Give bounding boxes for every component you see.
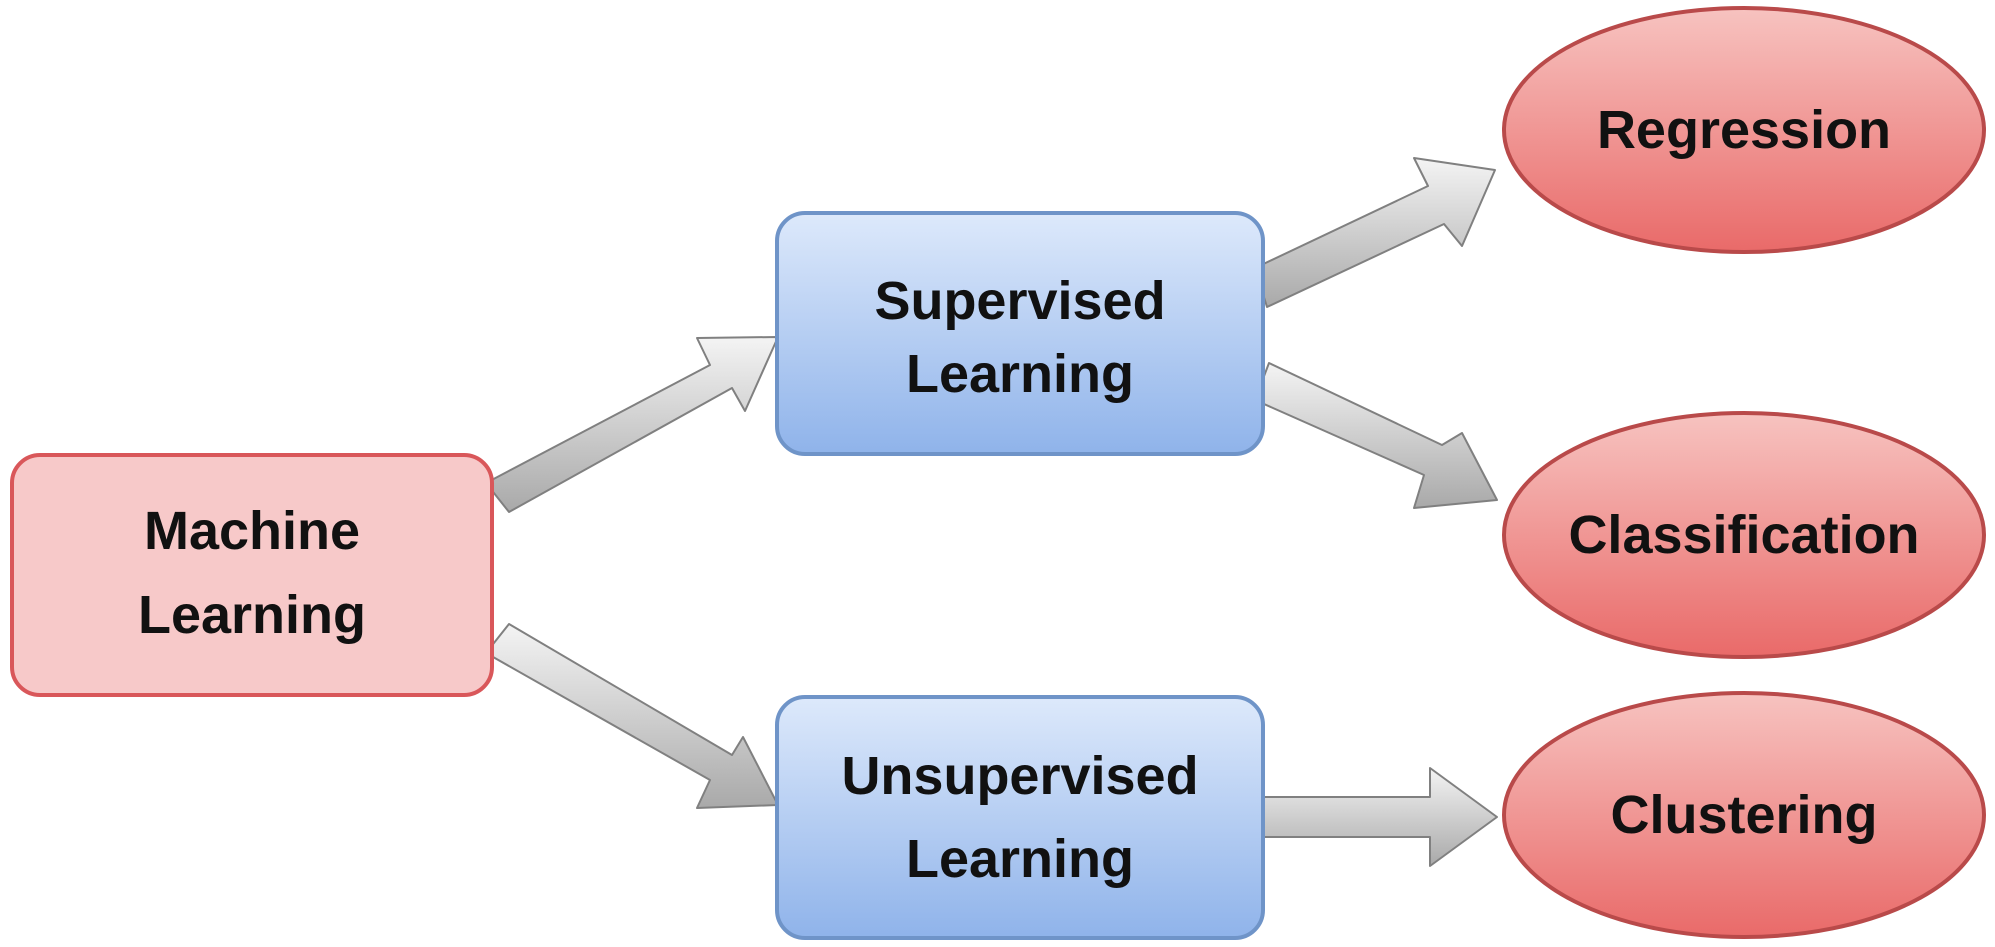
node-regression-ellipse: [1502, 6, 1986, 254]
node-classification-ellipse: [1502, 411, 1986, 659]
arrows: [485, 157, 1498, 867]
node-machine-learning: Machine Learning: [10, 453, 494, 697]
arrow-supervised-to-classification: [1254, 362, 1498, 509]
node-machine-learning-line1: Machine: [144, 501, 360, 561]
arrow-unsupervised-to-clustering: [1263, 767, 1498, 867]
node-unsupervised-learning-line1: Unsupervised: [841, 746, 1198, 806]
node-supervised-learning-line2: Learning: [906, 344, 1134, 404]
node-classification-label: Classification: [1568, 505, 1919, 565]
node-supervised-learning-box: [775, 211, 1265, 456]
node-regression-label: Regression: [1597, 100, 1891, 160]
node-unsupervised-learning-line2: Learning: [906, 829, 1134, 889]
node-unsupervised-learning: Unsupervised Learning: [775, 695, 1265, 940]
node-clustering-label: Clustering: [1610, 785, 1877, 845]
node-supervised-learning: Supervised Learning: [775, 211, 1265, 456]
node-classification: Classification: [1502, 411, 1986, 659]
arrow-supervised-to-regression: [1254, 157, 1496, 308]
node-supervised-learning-line1: Supervised: [874, 271, 1165, 331]
arrow-ml-to-unsupervised: [485, 623, 779, 809]
node-regression: Regression: [1502, 6, 1986, 254]
node-clustering-ellipse: [1502, 691, 1986, 939]
node-unsupervised-learning-box: [775, 695, 1265, 940]
node-machine-learning-line2: Learning: [138, 585, 366, 645]
node-clustering: Clustering: [1502, 691, 1986, 939]
node-machine-learning-box: [10, 453, 494, 697]
arrow-ml-to-supervised: [485, 336, 779, 513]
